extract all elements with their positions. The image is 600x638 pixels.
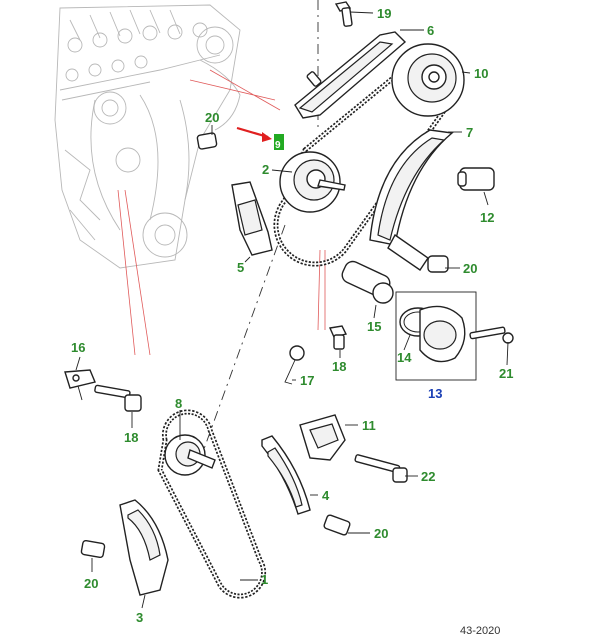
bolt-18-middle xyxy=(328,325,348,350)
callout-16: 16 xyxy=(71,340,85,355)
callout-17: 17 xyxy=(300,373,314,388)
callout-18-b: 18 xyxy=(332,359,346,374)
callout-20-a: 20 xyxy=(205,110,219,125)
callout-15: 15 xyxy=(367,319,381,334)
pin-20-bottom xyxy=(80,539,106,559)
bolt-19 xyxy=(334,1,353,27)
chain-guide-6 xyxy=(294,31,407,119)
plug-12 xyxy=(457,167,495,191)
callout-20-c: 20 xyxy=(374,526,388,541)
callout-20-d: 20 xyxy=(84,576,98,591)
callout-11: 11 xyxy=(362,418,376,433)
callout-21: 21 xyxy=(499,366,513,381)
pin-20-lower xyxy=(323,514,351,536)
callout-7: 7 xyxy=(466,125,473,140)
callout-9: 9 xyxy=(275,140,281,151)
callout-10: 10 xyxy=(474,66,488,81)
housing-13-group xyxy=(395,291,514,381)
callout-labels: 19 6 10 20 9 2 7 12 5 20 15 14 21 13 16 … xyxy=(71,6,513,625)
callout-4: 4 xyxy=(322,488,330,503)
lower-timing-chain-1 xyxy=(157,409,267,599)
callout-18-a: 18 xyxy=(124,430,138,445)
chain-guide-3 xyxy=(119,499,169,596)
callout-2: 2 xyxy=(262,162,269,177)
chain-guide-4 xyxy=(261,435,311,515)
camshaft-sprocket-2 xyxy=(279,151,346,213)
bolt-18-left xyxy=(94,384,142,412)
callout-19: 19 xyxy=(377,6,391,21)
marker-9-box xyxy=(274,134,284,150)
callout-12: 12 xyxy=(480,210,494,225)
callout-20-b: 20 xyxy=(463,261,477,276)
tensioner-15 xyxy=(341,260,394,304)
chain-guide-5 xyxy=(231,181,273,256)
crankshaft-sprocket-8 xyxy=(164,434,216,476)
callout-5: 5 xyxy=(237,260,244,275)
callout-8: 8 xyxy=(175,396,182,411)
sensor-17 xyxy=(284,345,305,385)
engine-block-outline xyxy=(54,4,241,269)
reference-code: 43-2020 xyxy=(460,625,500,637)
pin-20-middle xyxy=(387,233,449,273)
pin-20-upper xyxy=(196,132,218,150)
callout-14: 14 xyxy=(397,350,412,365)
bracket-16 xyxy=(64,369,96,401)
callout-22: 22 xyxy=(421,469,435,484)
callout-3: 3 xyxy=(136,610,143,625)
leader-lines xyxy=(75,11,509,609)
callout-13: 13 xyxy=(428,386,442,401)
callout-1: 1 xyxy=(261,572,268,587)
tensioner-arm-7 xyxy=(369,129,454,246)
bolt-22 xyxy=(354,454,408,483)
camshaft-sprocket-10 xyxy=(391,43,465,117)
red-arrow-indicator xyxy=(236,126,272,142)
callout-6: 6 xyxy=(427,23,434,38)
tensioner-11 xyxy=(299,414,346,461)
